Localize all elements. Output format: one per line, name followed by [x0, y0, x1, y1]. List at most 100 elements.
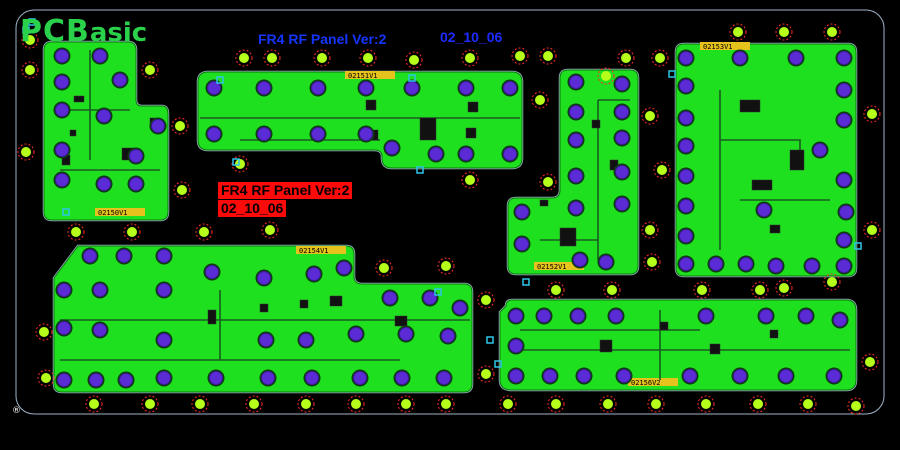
smd-component [465, 127, 477, 139]
via-pad [503, 147, 517, 161]
fiducial-dot [235, 159, 245, 169]
tooling-mark [668, 70, 676, 78]
via-pad [833, 313, 847, 327]
fiducial-ring [751, 281, 769, 299]
board-tag: 02154V1 [299, 247, 329, 255]
fiducial-dot [867, 225, 877, 235]
fiducial-dot [481, 369, 491, 379]
fiducial-ring [823, 23, 841, 41]
fiducial-dot [267, 53, 277, 63]
board-copper [197, 71, 523, 169]
fiducial-dot [865, 357, 875, 367]
via-pad [97, 177, 111, 191]
fiducial-ring [261, 221, 279, 239]
via-pad [93, 323, 107, 337]
fiducial-ring [643, 253, 661, 271]
via-pad [839, 205, 853, 219]
via-pad [569, 169, 583, 183]
fiducial-ring [653, 161, 671, 179]
via-pad [257, 127, 271, 141]
fiducial-dot [25, 35, 35, 45]
fiducial-ring [461, 171, 479, 189]
registered-mark: ® [12, 406, 21, 416]
fiducial-ring [539, 173, 557, 191]
smd-component [769, 329, 779, 339]
tooling-mark [416, 166, 424, 174]
board-tag-plate [700, 42, 750, 50]
fiducial-ring [499, 395, 517, 413]
fiducial-ring [775, 279, 793, 297]
fiducial-dot [697, 285, 707, 295]
via-pad [353, 371, 367, 385]
via-pad [307, 267, 321, 281]
via-pad [337, 261, 351, 275]
tooling-mark [494, 360, 502, 368]
via-pad [757, 203, 771, 217]
fiducial-dot [755, 285, 765, 295]
fiducial-ring [799, 395, 817, 413]
fiducial-dot [657, 165, 667, 175]
fiducial-ring [477, 365, 495, 383]
fiducial-dot [645, 225, 655, 235]
tooling-mark [62, 208, 70, 216]
via-pad [577, 369, 591, 383]
via-pad [679, 139, 693, 153]
fiducials-layer [17, 18, 881, 415]
via-pad [97, 109, 111, 123]
fiducial-ring [67, 223, 85, 241]
via-pad [789, 51, 803, 65]
fiducial-dot [441, 399, 451, 409]
fiducial-ring [729, 23, 747, 41]
smd-component [739, 99, 761, 113]
fiducial-dot [733, 27, 743, 37]
fiducial-dot [195, 399, 205, 409]
board-tag-plate [296, 246, 346, 254]
via-pad [207, 127, 221, 141]
fiducial-dot [71, 227, 81, 237]
fiducial-dot [551, 399, 561, 409]
fiducial-ring [375, 259, 393, 277]
fiducial-ring [173, 181, 191, 199]
via-pad [113, 73, 127, 87]
fiducial-ring [775, 23, 793, 41]
fiducial-dot [543, 177, 553, 187]
via-pad [459, 81, 473, 95]
via-pad [429, 147, 443, 161]
smd-component [419, 117, 437, 141]
fiducial-dot [535, 95, 545, 105]
fiducial-ring [547, 281, 565, 299]
via-pad [739, 257, 753, 271]
panel-outline [15, 9, 885, 415]
via-pad [679, 169, 693, 183]
tooling-mark [434, 288, 442, 296]
fiducial-ring [397, 395, 415, 413]
board-copper [675, 43, 857, 277]
fiducial-dot [145, 65, 155, 75]
boards-layer: 02150V102151V102152V102153V102154V102156… [42, 40, 858, 394]
fiducial-dot [503, 399, 513, 409]
via-pad [209, 371, 223, 385]
pcbasic-logo: PCBasic [20, 14, 147, 51]
fiducial-dot [601, 71, 611, 81]
fiducial-dot [351, 399, 361, 409]
fiducial-ring [195, 223, 213, 241]
board-copper [53, 245, 473, 393]
via-pad [615, 77, 629, 91]
fiducial-dot [239, 53, 249, 63]
via-pad [503, 81, 517, 95]
via-pad [129, 177, 143, 191]
via-pad [683, 369, 697, 383]
tooling-mark [408, 74, 416, 82]
via-pad [573, 253, 587, 267]
fiducial-ring [511, 47, 529, 65]
board-tag-plate [628, 378, 678, 386]
fiducial-dot [127, 227, 137, 237]
fiducial-dot [779, 27, 789, 37]
smd-component [751, 179, 773, 191]
fiducial-ring [697, 395, 715, 413]
fiducial-dot [803, 399, 813, 409]
via-pad [55, 173, 69, 187]
fiducial-ring [37, 369, 55, 387]
smd-component [659, 321, 669, 331]
via-pad [509, 369, 523, 383]
